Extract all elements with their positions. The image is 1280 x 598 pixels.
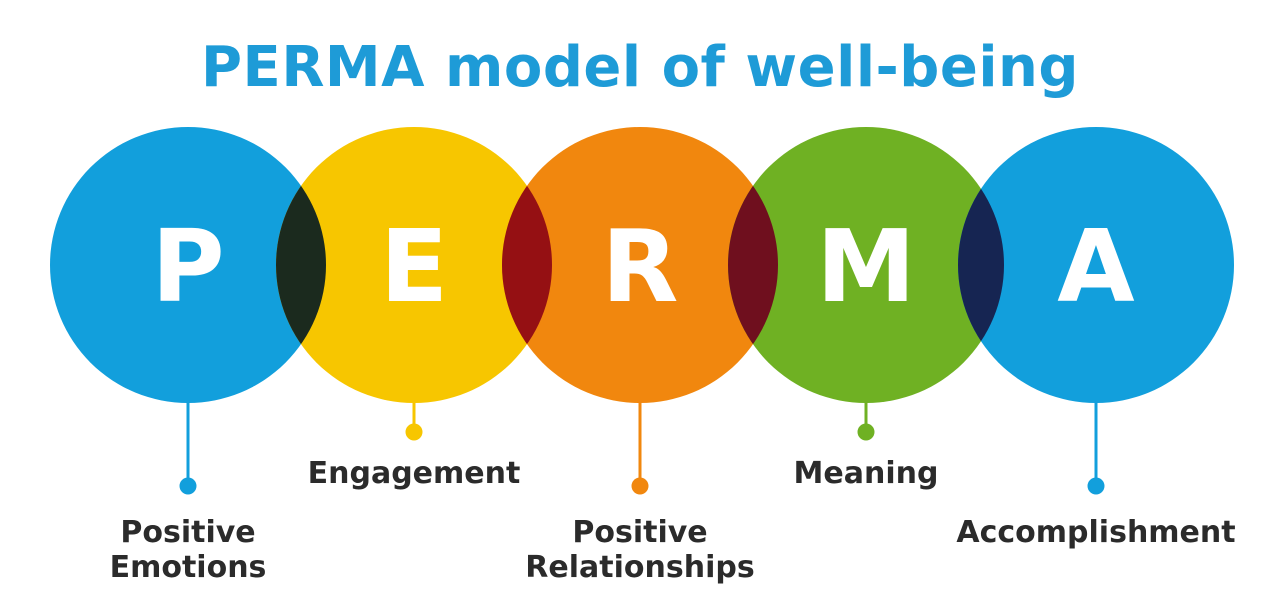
connector-dot-r — [631, 477, 649, 495]
label-p-line-2: Emotions — [110, 550, 267, 585]
letter-r: R — [601, 208, 678, 325]
letter-m: M — [816, 208, 916, 325]
circle-a — [958, 127, 1234, 403]
connector-dot-p — [179, 477, 197, 495]
letter-p: P — [151, 208, 224, 325]
label-r-line-1: Positive — [572, 515, 707, 550]
circles-layer — [50, 127, 1234, 403]
connectors-layer — [179, 401, 1105, 495]
circle-e — [276, 127, 552, 403]
diagram-title: PERMA model of well-being — [201, 35, 1079, 100]
label-p-line-1: Positive — [120, 515, 255, 550]
circle-r — [502, 127, 778, 403]
label-r-line-2: Relationships — [525, 550, 754, 585]
connector-dot-e — [405, 423, 423, 441]
letter-e: E — [380, 208, 448, 325]
label-e-line-1: Engagement — [308, 456, 521, 491]
connector-dot-m — [857, 423, 875, 441]
letter-a: A — [1057, 208, 1134, 325]
connector-dot-a — [1087, 477, 1105, 495]
circle-m — [728, 127, 1004, 403]
circle-p — [50, 127, 326, 403]
labels-layer: PositiveEmotionsEngagementPositiveRelati… — [110, 456, 1236, 585]
label-m-line-1: Meaning — [794, 456, 939, 491]
label-a-line-1: Accomplishment — [956, 515, 1235, 550]
